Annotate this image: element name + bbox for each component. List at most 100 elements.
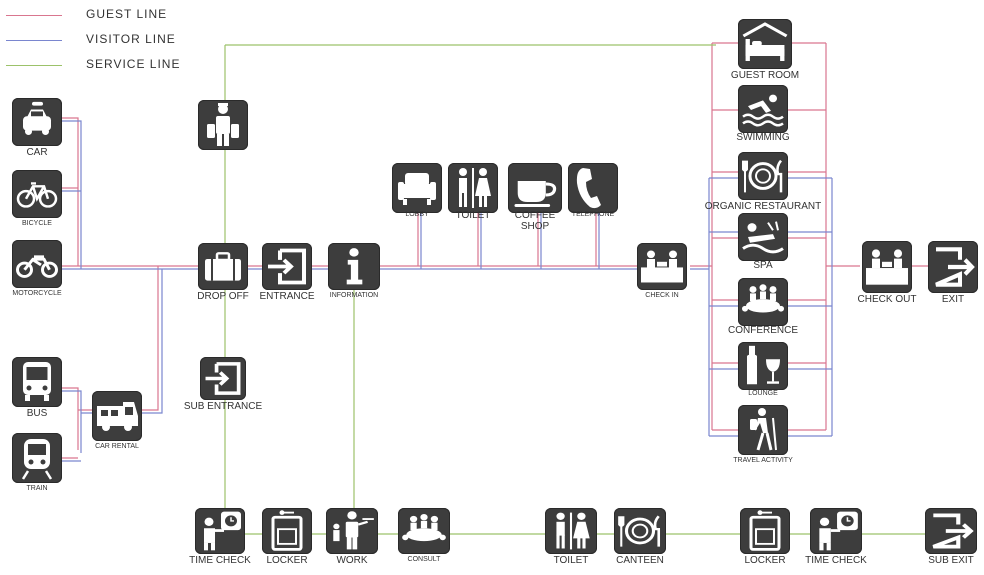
- node-label: ORGANIC RESTAURANT: [704, 201, 822, 212]
- node-label: COFFEE SHOP: [514, 210, 556, 232]
- time-clock-icon: [810, 508, 862, 554]
- node-label: GUEST ROOM: [730, 70, 800, 81]
- bicycle-icon: [12, 170, 62, 218]
- reception-desk-icon: [637, 243, 687, 290]
- plate-cutlery-icon: [614, 508, 666, 554]
- hiker-icon: [738, 405, 788, 455]
- locker-icon-glyph: [271, 510, 303, 551]
- legend-label-visitor: VISITOR LINE: [86, 32, 176, 46]
- node-label: INFORMATION: [329, 292, 379, 299]
- node-label: DROP OFF: [197, 291, 249, 302]
- exit-icon: [928, 241, 978, 293]
- node-label: CAR RENTAL: [95, 443, 139, 450]
- node-label: TELEPHONE: [571, 211, 615, 218]
- train-icon-glyph: [21, 439, 53, 480]
- reception-desk-icon-glyph: [866, 249, 908, 285]
- legend-label-guest: GUEST LINE: [86, 7, 168, 21]
- locker-icon: [740, 508, 790, 554]
- waiter-icon: [326, 508, 378, 554]
- luggage-icon-glyph: [205, 252, 241, 281]
- entrance-icon: [262, 243, 312, 290]
- guest-line-lobby-drops: [417, 205, 597, 266]
- information-icon: [328, 243, 380, 290]
- motorcycle-icon-glyph: [16, 255, 58, 278]
- car-icon-glyph: [23, 101, 51, 135]
- guest-line-transit: [62, 266, 159, 459]
- bed-icon: [738, 19, 792, 69]
- time-clock-icon-glyph: [204, 511, 241, 551]
- locker-icon: [262, 508, 312, 554]
- swimmer-icon-glyph: [742, 94, 784, 127]
- bicycle-icon-glyph: [16, 182, 58, 208]
- entrance-icon: [200, 357, 246, 400]
- camper-van-icon-glyph: [97, 402, 138, 431]
- legend-swatch-visitor: [6, 40, 62, 41]
- node-label: LOUNGE: [748, 390, 778, 397]
- toilet-icon: [545, 508, 597, 554]
- node-label: SUB EXIT: [928, 555, 974, 566]
- swimmer-icon: [738, 85, 788, 133]
- telephone-icon: [568, 163, 618, 213]
- reception-desk-icon-glyph: [641, 250, 683, 283]
- porter-icon: [198, 100, 248, 150]
- node-label: TIME CHECK: [805, 555, 867, 566]
- visitor-line-lobby-drops: [420, 205, 600, 269]
- node-label: BICYCLE: [22, 220, 52, 227]
- node-label: TOILET: [553, 555, 589, 566]
- motorcycle-icon: [12, 240, 62, 288]
- guest-line-car: [62, 117, 79, 266]
- node-label: ENTRANCE: [259, 291, 315, 302]
- plate-cutlery-icon-glyph: [742, 159, 783, 193]
- guest-line-hub-right: [825, 43, 860, 430]
- node-label: TIME CHECK: [189, 555, 251, 566]
- plate-cutlery-icon-glyph: [618, 515, 661, 547]
- node-label: CAR: [26, 147, 48, 158]
- node-label: LOBBY: [405, 211, 429, 218]
- exit-icon-glyph: [932, 513, 974, 549]
- toilet-icon-glyph: [556, 512, 590, 550]
- spa-icon-glyph: [742, 221, 784, 254]
- visitor-line-transit: [62, 269, 163, 462]
- waiter-icon-glyph: [333, 511, 374, 550]
- entrance-icon-glyph: [268, 248, 306, 285]
- node-label: LOCKER: [744, 555, 786, 566]
- meeting-icon: [398, 508, 450, 554]
- reception-desk-icon: [862, 241, 912, 293]
- exit-icon: [925, 508, 977, 554]
- node-label: WORK: [336, 555, 368, 566]
- bus-icon-glyph: [23, 362, 51, 401]
- locker-icon-glyph: [749, 510, 781, 551]
- node-label: CONSULT: [407, 556, 441, 563]
- armchair-icon-glyph: [398, 173, 436, 205]
- guest-lines: [62, 42, 930, 459]
- meeting-icon-glyph: [742, 284, 784, 313]
- wine-bottle-glass-icon-glyph: [747, 345, 780, 385]
- node-label: MOTORCYCLE: [12, 290, 62, 297]
- coffee-cup-icon-glyph: [514, 181, 557, 207]
- node-label: SUB ENTRANCE: [183, 401, 263, 412]
- entrance-icon-glyph: [205, 362, 241, 395]
- bed-icon-glyph: [742, 22, 788, 61]
- time-clock-icon-glyph: [819, 511, 858, 551]
- armchair-icon: [392, 163, 442, 213]
- telephone-icon-glyph: [576, 168, 601, 209]
- camper-van-icon: [92, 391, 142, 441]
- node-label: TRAIN: [26, 485, 48, 492]
- node-label: CANTEEN: [616, 555, 664, 566]
- service-lines: [224, 44, 925, 535]
- toilet-icon: [448, 163, 498, 213]
- train-icon: [12, 433, 62, 483]
- time-clock-icon: [195, 508, 245, 554]
- hiker-icon-glyph: [750, 408, 777, 451]
- bus-icon: [12, 357, 62, 407]
- toilet-icon-glyph: [459, 168, 491, 208]
- node-label: EXIT: [941, 294, 965, 305]
- car-icon: [12, 98, 62, 146]
- legend-label-service: SERVICE LINE: [86, 57, 181, 71]
- wine-bottle-glass-icon: [738, 342, 788, 390]
- node-label: SPA: [753, 260, 773, 271]
- information-icon-glyph: [346, 248, 363, 285]
- node-label: BUS: [26, 408, 48, 419]
- luggage-icon: [198, 243, 248, 290]
